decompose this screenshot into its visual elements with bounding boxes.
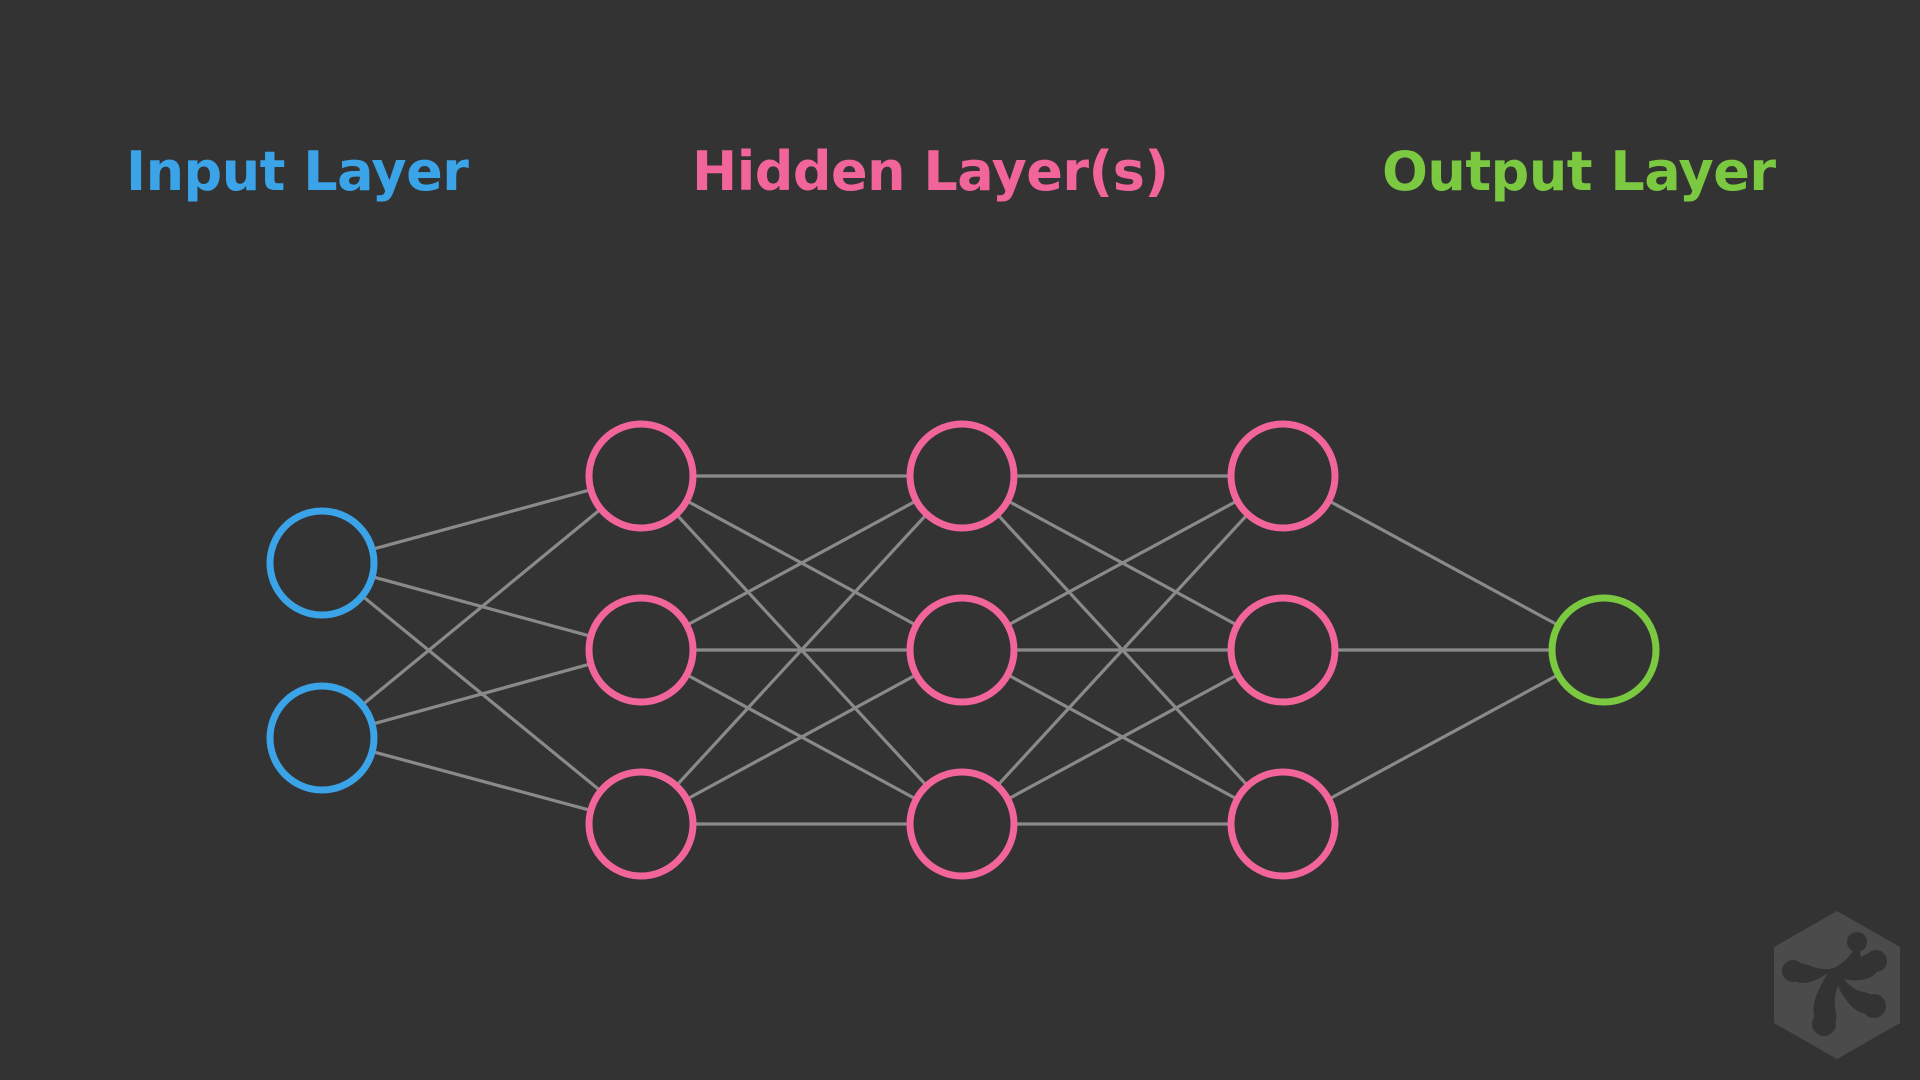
neuron-hidden-h2c[interactable] <box>906 768 1018 880</box>
neuron-input-i1[interactable] <box>266 507 378 619</box>
neuron-hidden-h2a[interactable] <box>906 420 1018 532</box>
neuron-hidden-h1a[interactable] <box>585 420 697 532</box>
edge-h1c-h2b <box>685 673 918 801</box>
neuron-hidden-h1b[interactable] <box>585 594 697 706</box>
edge-h2c-h3b <box>1006 673 1239 801</box>
edges-group <box>360 474 1560 826</box>
edge-h1c-h2a <box>674 512 929 788</box>
edge-i1-h1a <box>370 488 593 551</box>
edge-h2b-h3a <box>1006 499 1239 627</box>
neuron-hidden-h2b[interactable] <box>906 594 1018 706</box>
edge-i2-h1b <box>370 662 593 726</box>
watermark-dendrite-node-2 <box>1812 1012 1836 1036</box>
nodes-group <box>266 420 1660 880</box>
hexagon-neuron-logo-icon <box>1774 911 1900 1059</box>
watermark-neuron-glyph <box>1782 932 1887 1036</box>
neuron-hidden-h3b[interactable] <box>1227 594 1339 706</box>
watermark-dendrite-node-3 <box>1862 994 1886 1018</box>
watermark-dendrite-node-1 <box>1782 960 1804 982</box>
neuron-output-o1[interactable] <box>1548 594 1660 706</box>
neuron-hidden-h3c[interactable] <box>1227 768 1339 880</box>
edge-h1b-h2a <box>685 499 918 627</box>
watermark-neuron-branches <box>1790 939 1879 1028</box>
edge-i2-h1c <box>370 749 593 813</box>
watermark-dendrite-node-4 <box>1865 950 1887 972</box>
edge-i2-h1a <box>360 507 603 707</box>
neuron-hidden-h3a[interactable] <box>1227 420 1339 532</box>
neuron-input-i2[interactable] <box>266 682 378 794</box>
edge-h3c-o1 <box>1327 673 1560 801</box>
edge-h3a-o1 <box>1327 499 1560 627</box>
edge-h2c-h3a <box>995 512 1250 788</box>
watermark-dendrite-node-5 <box>1847 932 1867 952</box>
neuron-hidden-h1c[interactable] <box>585 768 697 880</box>
